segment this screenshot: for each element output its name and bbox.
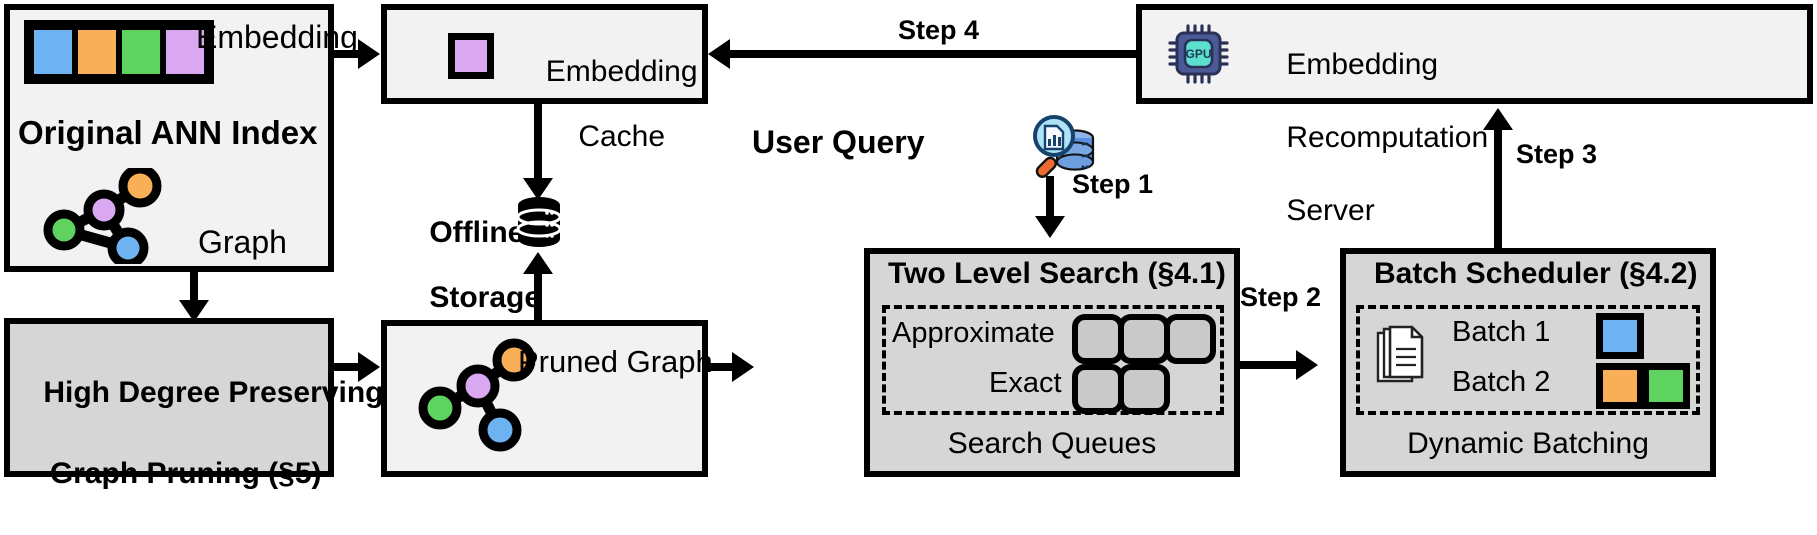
two-level-search-title: Two Level Search (§4.1) <box>888 257 1226 290</box>
arrow-cache-to-storage-line <box>534 104 542 180</box>
step4-label: Step 4 <box>898 15 980 45</box>
embedding-swatch-4 <box>163 27 207 77</box>
dynamic-batching-panel <box>1356 305 1700 415</box>
step2-label: Step 2 <box>1240 282 1322 312</box>
graph-pruning-box <box>4 318 334 477</box>
approximate-slot-1 <box>1072 314 1124 364</box>
offline-storage-line2: Storage <box>429 281 542 315</box>
embedding-cache-title: Embedding Cache <box>510 24 700 186</box>
batch-scheduler-title: Batch Scheduler (§4.2) <box>1374 257 1698 290</box>
pruned-graph-label: Pruned Graph <box>518 344 713 379</box>
arrow-index-to-cache-head <box>358 39 380 69</box>
batch2-swatch-1 <box>1596 363 1644 409</box>
arrow-index-to-pruning-head <box>179 300 209 322</box>
embedding-cache-box <box>381 4 708 104</box>
recomputation-server-title: Embedding Recomputation Server <box>1253 10 1488 266</box>
embedding-swatch-1 <box>31 27 75 77</box>
step3-label: Step 3 <box>1516 139 1598 169</box>
embedding-swatch-strip <box>24 20 214 84</box>
exact-label: Exact <box>989 367 1062 399</box>
recomputation-server-line2: Recomputation <box>1286 120 1489 154</box>
pruned-graph-figure <box>414 334 544 456</box>
step1-label: Step 1 <box>1072 169 1154 199</box>
offline-storage-line1: Offline <box>429 216 525 250</box>
documents-stack-icon <box>1374 325 1428 392</box>
embedding-cache-line2: Cache <box>578 120 666 154</box>
recomputation-server-box <box>1136 4 1813 104</box>
arrow-step1-head <box>1035 216 1065 238</box>
arrow-pruned-to-search-head <box>732 352 754 382</box>
svg-text:GPU: GPU <box>1185 47 1211 61</box>
arrow-pruned-to-storage-line <box>534 272 542 320</box>
batch2-label: Batch 2 <box>1452 366 1551 398</box>
batch2-swatch-2 <box>1642 363 1690 409</box>
arrow-index-to-cache-line <box>334 50 360 58</box>
original-ann-index-title: Original ANN Index <box>18 114 318 151</box>
arrow-pruned-to-search-line <box>708 363 734 371</box>
approximate-slot-3 <box>1164 314 1216 364</box>
graph-pruning-title: High Degree Preserving Graph Pruning (§5… <box>10 332 383 535</box>
architecture-diagram: Embedding Original ANN Index Graph Embed… <box>4 4 1813 490</box>
arrow-step2-head <box>1296 350 1318 380</box>
approximate-label: Approximate <box>892 317 1055 349</box>
batch1-swatch-1 <box>1596 313 1644 359</box>
search-queues-panel <box>882 305 1224 415</box>
query-search-database-icon <box>1027 112 1095 187</box>
gpu-chip-icon: GPU <box>1168 24 1230 89</box>
batch1-label: Batch 1 <box>1452 316 1551 348</box>
arrow-step4-line <box>730 50 1136 58</box>
arrow-index-to-pruning-line <box>190 272 198 302</box>
recomputation-server-line3: Server <box>1286 193 1375 227</box>
arrow-pruning-to-pruned-line <box>334 363 360 371</box>
search-queues-footer: Search Queues <box>947 427 1157 460</box>
database-cylinder-icon <box>516 196 562 253</box>
arrow-cache-to-storage-head <box>523 178 553 200</box>
original-graph-figure <box>36 168 176 264</box>
recomputation-server-line1: Embedding <box>1286 47 1439 81</box>
embedding-swatch-3 <box>119 27 163 77</box>
embedding-swatch-2 <box>75 27 119 77</box>
arrow-step1-line <box>1046 176 1054 220</box>
embedding-cache-swatch <box>448 33 494 79</box>
arrow-step3-line <box>1494 128 1502 248</box>
arrow-step4-head <box>708 39 730 69</box>
exact-slot-1 <box>1072 364 1124 414</box>
arrow-pruned-to-storage-head <box>523 252 553 274</box>
user-query-label: User Query <box>752 124 925 160</box>
graph-pruning-line2: Graph Pruning (§5) <box>49 456 322 490</box>
arrow-pruning-to-pruned-head <box>358 352 380 382</box>
arrow-step2-line <box>1240 361 1300 369</box>
embedding-cache-line1: Embedding <box>545 55 698 89</box>
graph-pruning-line1: High Degree Preserving <box>43 375 384 409</box>
graph-label: Graph <box>198 224 287 260</box>
exact-slot-2 <box>1118 364 1170 414</box>
embedding-label: Embedding <box>196 19 358 55</box>
dynamic-batching-footer: Dynamic Batching <box>1407 427 1649 460</box>
approximate-slot-2 <box>1118 314 1170 364</box>
offline-storage-label: Offline Storage <box>396 185 541 347</box>
arrow-step3-head <box>1483 108 1513 130</box>
